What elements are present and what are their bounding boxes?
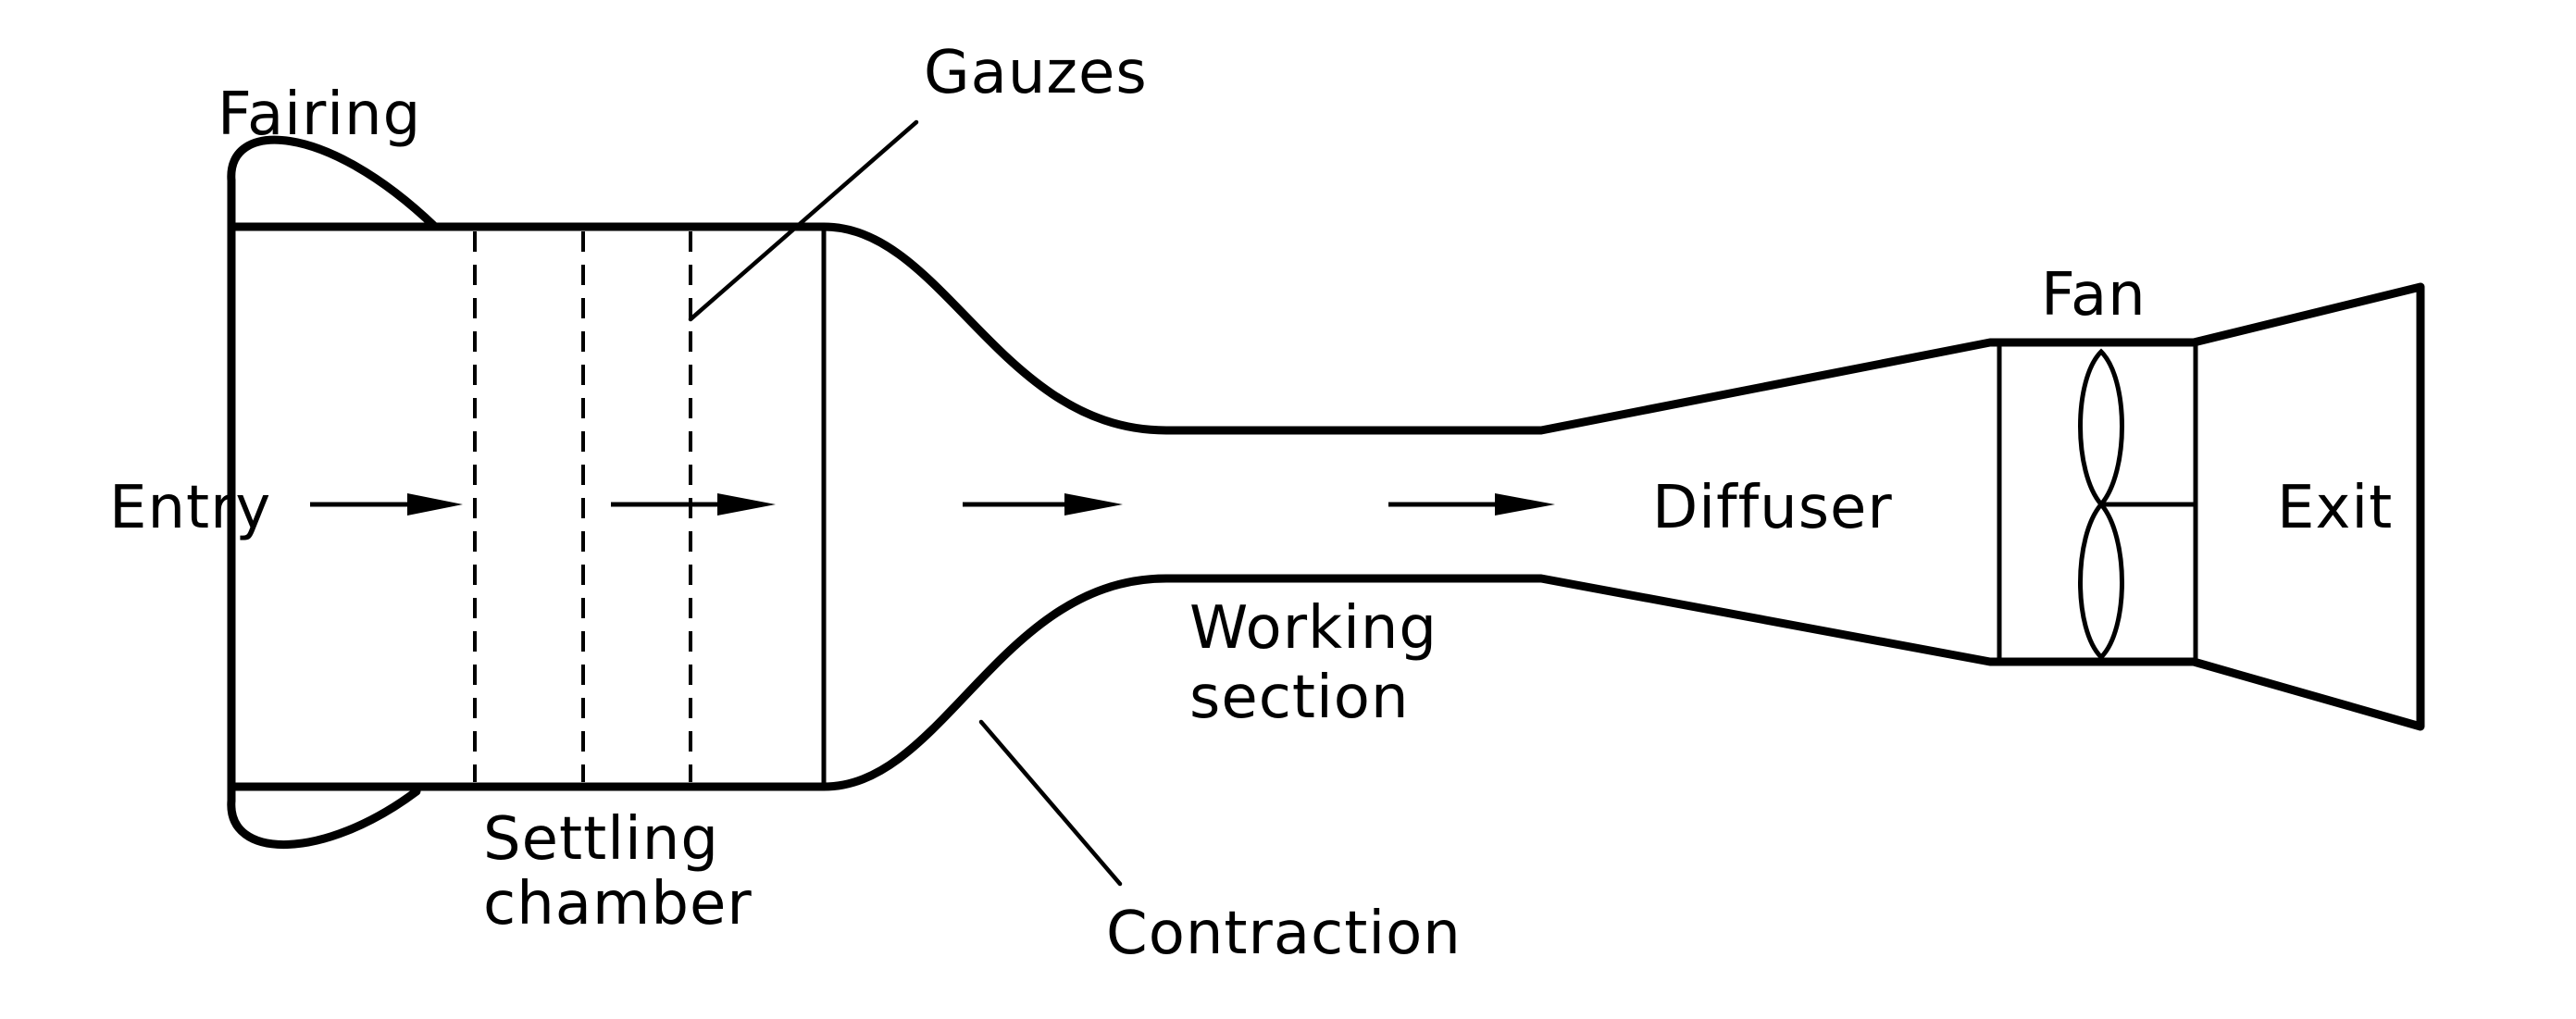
working-section-label-line1: Working	[1189, 594, 1437, 663]
fairing-label: Fairing	[218, 81, 421, 149]
flow-arrow-head	[1064, 493, 1123, 516]
settling-chamber-label-line2: chamber	[483, 870, 753, 938]
flow-arrows	[310, 493, 1555, 516]
gauzes-label: Gauzes	[924, 39, 1148, 107]
fan-label: Fan	[2041, 261, 2147, 329]
tunnel-outline	[227, 222, 2425, 791]
flow-arrow-head	[407, 493, 463, 516]
flow-arrow-head	[1495, 493, 1555, 516]
exit-label: Exit	[2277, 474, 2393, 542]
upper-wall	[227, 222, 2425, 791]
working-section-label-line2: section	[1189, 664, 1410, 732]
contraction-leader-line	[978, 719, 1123, 887]
fan-section	[1997, 340, 2198, 665]
contraction-label: Contraction	[1106, 900, 1462, 968]
fairing	[227, 135, 440, 849]
settling-chamber-label-line1: Settling	[483, 805, 719, 874]
entry-label: Entry	[109, 474, 271, 542]
diffuser-label: Diffuser	[1652, 474, 1893, 542]
fan-blade-icon	[2078, 348, 2124, 508]
flow-arrow-head	[717, 493, 776, 516]
gauzes-leader-line	[688, 119, 919, 322]
fan-blade-icon	[2078, 501, 2124, 661]
